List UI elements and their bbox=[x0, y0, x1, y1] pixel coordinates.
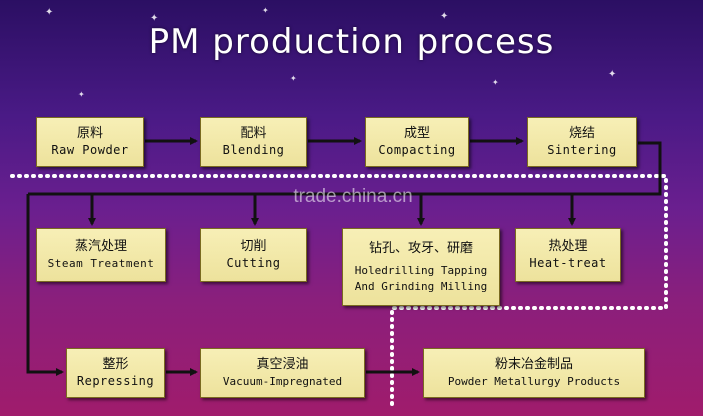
step-cn-label: 真空浸油 bbox=[256, 357, 309, 372]
page-title: PM production process bbox=[148, 22, 555, 62]
step-en-label: Steam Treatment bbox=[47, 257, 155, 270]
step-en-label: Blending bbox=[222, 143, 285, 157]
step-cutting: 切削 Cutting bbox=[200, 228, 307, 282]
step-blending: 配料 Blending bbox=[200, 117, 307, 167]
step-en-label: Compacting bbox=[378, 143, 456, 157]
star-decoration: ✦ bbox=[608, 69, 617, 80]
step-compacting: 成型 Compacting bbox=[365, 117, 469, 167]
step-steam-treatment: 蒸汽处理 Steam Treatment bbox=[36, 228, 166, 282]
step-cn-label: 热处理 bbox=[548, 239, 588, 254]
step-drilling-tapping-grinding: 钻孔、攻牙、研磨 Holedrilling Tapping And Grindi… bbox=[342, 228, 500, 306]
star-decoration: ✦ bbox=[78, 90, 85, 99]
star-decoration: ✦ bbox=[150, 13, 159, 24]
star-decoration: ✦ bbox=[492, 78, 499, 87]
step-cn-label: 原料 bbox=[76, 126, 103, 141]
step-en-label: Sintering bbox=[547, 143, 617, 157]
step-en-label: Powder Metallurgy Products bbox=[447, 375, 621, 388]
star-decoration: ✦ bbox=[290, 74, 297, 83]
star-decoration: ✦ bbox=[262, 6, 269, 15]
connector-sintering-return bbox=[28, 141, 662, 196]
star-decoration: ✦ bbox=[440, 11, 449, 22]
step-cn-label: 粉末冶金制品 bbox=[494, 357, 573, 372]
step-en-label: Heat-treat bbox=[529, 256, 607, 270]
watermark: trade.china.cn bbox=[293, 186, 413, 207]
step-cn-label: 钻孔、攻牙、研磨 bbox=[368, 240, 473, 256]
step-sintering: 烧结 Sintering bbox=[527, 117, 637, 167]
step-cn-label: 切削 bbox=[240, 239, 267, 254]
step-en-label: Vacuum-Impregnated bbox=[222, 375, 343, 388]
step-cn-label: 成型 bbox=[403, 126, 430, 141]
step-repressing: 整形 Repressing bbox=[66, 348, 165, 398]
step-vacuum-impregnated: 真空浸油 Vacuum-Impregnated bbox=[200, 348, 365, 398]
step-en-label-line2: And Grinding Milling bbox=[354, 279, 488, 293]
step-raw-powder: 原料 Raw Powder bbox=[36, 117, 144, 167]
step-cn-label: 蒸汽处理 bbox=[74, 239, 127, 254]
step-cn-label: 配料 bbox=[240, 126, 267, 141]
step-cn-label: 烧结 bbox=[568, 126, 595, 141]
step-en-label: Holedrilling Tapping bbox=[354, 263, 488, 277]
step-en-label: Repressing bbox=[76, 374, 155, 388]
star-decoration: ✦ bbox=[45, 7, 54, 18]
connector-to-repressing bbox=[26, 194, 64, 376]
step-pm-products: 粉末冶金制品 Powder Metallurgy Products bbox=[423, 348, 645, 398]
dotted-separator-top bbox=[10, 174, 668, 412]
step-cn-label: 整形 bbox=[102, 357, 129, 372]
step-en-label: Cutting bbox=[226, 256, 281, 270]
step-heat-treat: 热处理 Heat-treat bbox=[515, 228, 621, 282]
step-en-label: Raw Powder bbox=[51, 143, 129, 157]
